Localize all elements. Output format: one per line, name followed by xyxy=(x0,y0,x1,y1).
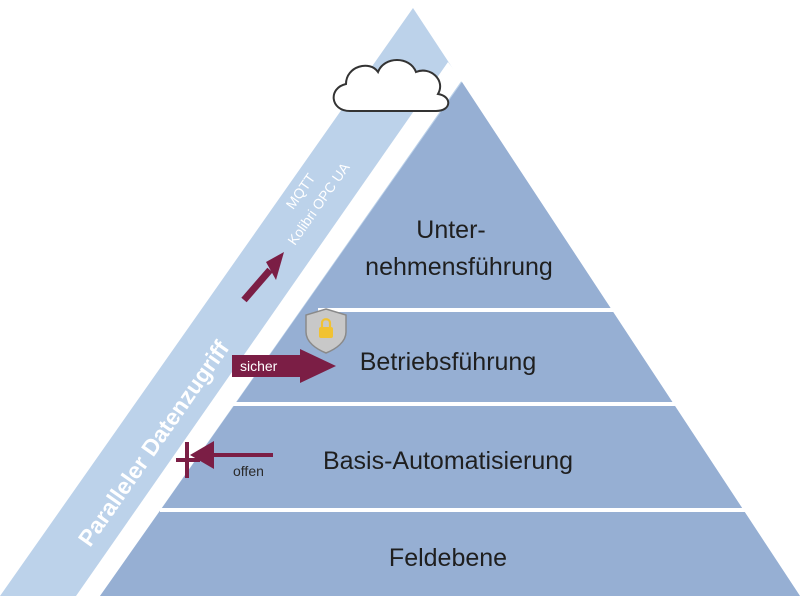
layer-label-unternehmensfuehrung-line2: nehmensführung xyxy=(365,253,553,281)
layer-label-betriebsfuehrung: Betriebsführung xyxy=(360,348,537,376)
separator-strip xyxy=(76,62,462,596)
arrow-right-icon xyxy=(232,349,336,383)
arrow-left-blocked-icon xyxy=(176,441,273,478)
open-arrow-label: offen xyxy=(233,463,264,479)
layer-label-basis-automatisierung: Basis-Automatisierung xyxy=(323,447,573,475)
pyramid-body xyxy=(100,82,800,596)
secure-arrow-label: sicher xyxy=(240,358,278,374)
arrow-up-right-icon xyxy=(241,252,284,303)
shield-lock-icon xyxy=(305,308,347,354)
layer-label-feldebene: Feldebene xyxy=(389,544,507,572)
layer-label-unternehmensfuehrung-line1: Unter- xyxy=(416,216,485,244)
cloud-icon xyxy=(332,59,450,112)
